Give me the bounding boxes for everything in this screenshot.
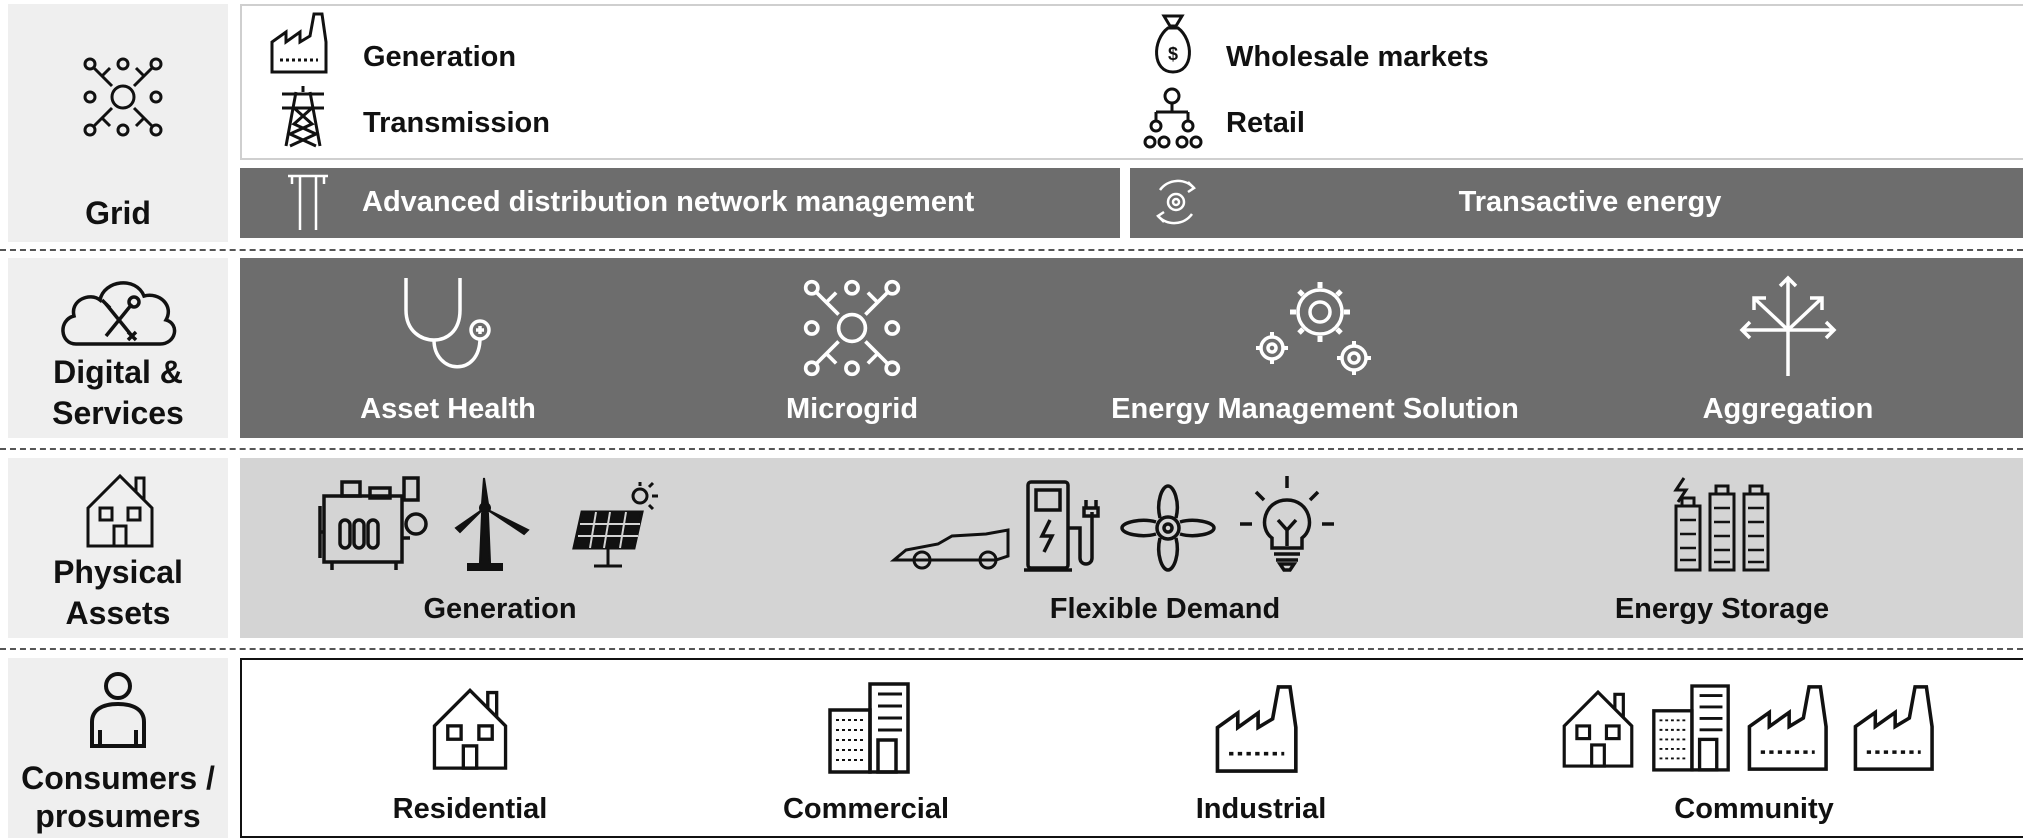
wind-turbine-icon <box>454 477 530 571</box>
community-factory-icon-2 <box>1853 685 1934 771</box>
digital-label-line2: Services <box>52 395 184 431</box>
flexible-demand-label: Flexible Demand <box>1049 593 1281 625</box>
industrial-label: Industrial <box>1195 793 1327 825</box>
engine-generator-icon <box>318 476 428 570</box>
gears-icon <box>1256 282 1371 375</box>
physical-label-line1: Physical <box>53 554 183 590</box>
transactive-energy-label: Transactive energy <box>1458 186 1722 218</box>
house-icon <box>86 473 154 548</box>
stethoscope-icon <box>404 278 491 369</box>
svg-text:$: $ <box>1168 44 1178 64</box>
microgrid-label: Microgrid <box>785 393 919 425</box>
community-factory-icon-1 <box>1747 685 1828 771</box>
digital-side-panel <box>8 258 228 438</box>
consumers-label-line2: prosumers <box>35 798 201 834</box>
battery-storage-icon <box>1673 477 1770 572</box>
wholesale-markets-label: Wholesale markets <box>1226 41 1489 73</box>
digital-label-line1: Digital & <box>53 354 183 390</box>
energy-management-solution-label: Energy Management Solution <box>1111 393 1519 425</box>
community-house-icon <box>1562 689 1634 768</box>
grid-label: Grid <box>85 195 151 231</box>
grid-side-panel <box>8 4 228 242</box>
consumers-label-line1: Consumers / <box>21 760 215 796</box>
physical-assets-panel <box>240 458 2023 638</box>
factory-icon <box>270 12 328 74</box>
commercial-building-icon <box>828 682 910 774</box>
light-bulb-icon <box>1240 476 1334 572</box>
aggregation-label: Aggregation <box>1702 393 1874 425</box>
grid-transmission-label: Transmission <box>363 107 550 139</box>
physical-side-panel <box>8 458 228 638</box>
physical-generation-label: Generation <box>423 593 577 625</box>
industrial-factory-icon <box>1215 685 1298 773</box>
grid-markets-box <box>240 4 2023 160</box>
digital-services-panel <box>240 258 2023 438</box>
grid-network-icon <box>83 57 163 137</box>
row-divider-2 <box>0 448 2023 450</box>
retail-label: Retail <box>1226 107 1305 139</box>
energy-storage-label: Energy Storage <box>1614 593 1830 625</box>
row-divider-3 <box>0 648 2023 650</box>
person-icon <box>90 672 146 748</box>
microgrid-icon <box>803 279 901 377</box>
cycle-gear-icon <box>1156 179 1196 225</box>
aggregation-arrows-icon <box>1739 275 1837 376</box>
adnm-bar <box>240 168 1120 238</box>
transactive-bar <box>1130 168 2023 238</box>
adnm-label: Advanced distribution network management <box>362 186 975 218</box>
race-car-icon <box>889 528 1010 570</box>
org-hierarchy-icon <box>1143 87 1203 149</box>
distribution-pole-icon <box>288 174 328 230</box>
ev-charger-icon <box>1024 480 1100 572</box>
community-label: Community <box>1674 793 1834 825</box>
residential-house-icon <box>432 687 508 770</box>
physical-label-line2: Assets <box>65 595 171 631</box>
commercial-label: Commercial <box>782 793 949 825</box>
solar-panel-icon <box>572 481 658 568</box>
cloud-tools-icon <box>61 281 177 346</box>
money-bag-icon: $ <box>1155 14 1191 74</box>
asset-health-label: Asset Health <box>360 393 536 425</box>
row-divider-1 <box>0 249 2023 251</box>
transmission-tower-icon <box>282 86 324 148</box>
grid-generation-label: Generation <box>363 41 517 73</box>
community-building-icon <box>1652 684 1730 772</box>
fan-icon <box>1120 484 1216 572</box>
residential-label: Residential <box>392 793 548 825</box>
